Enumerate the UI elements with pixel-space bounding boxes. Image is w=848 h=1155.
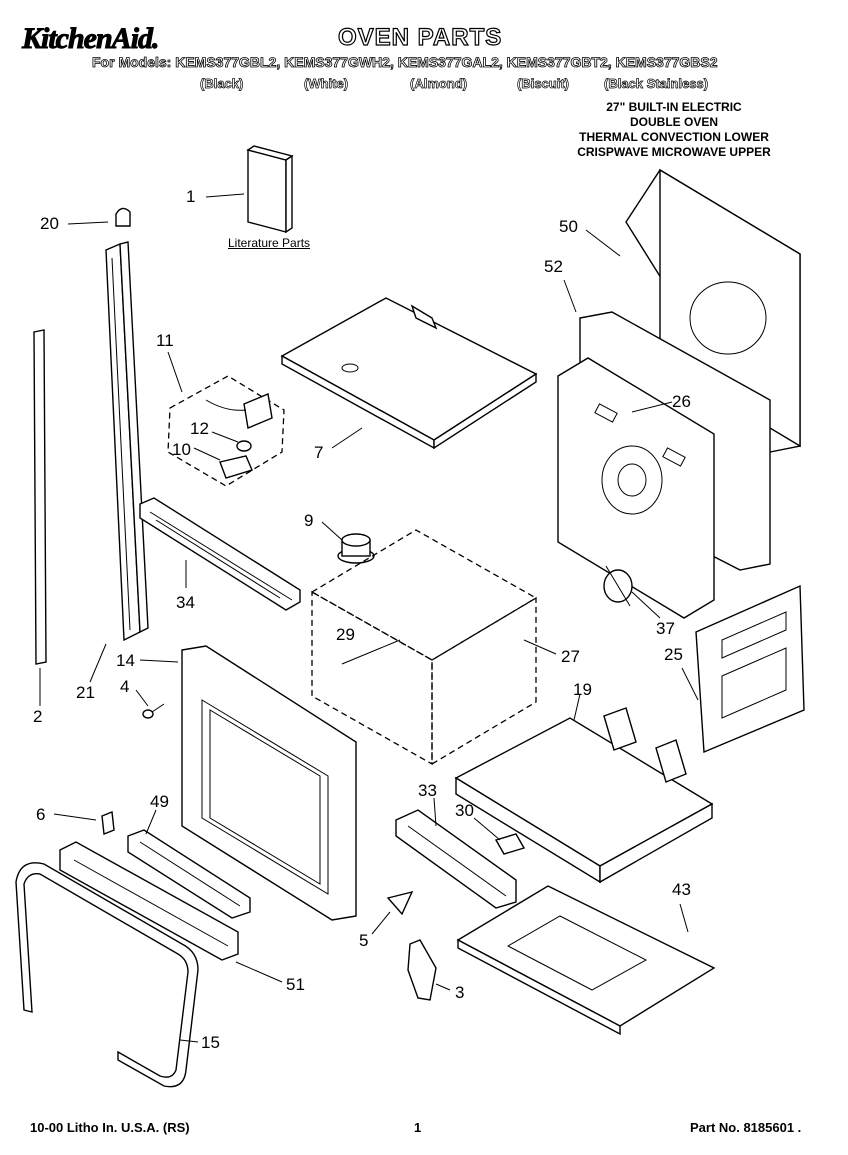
callout-1: 1: [186, 187, 196, 206]
page-title: OVEN PARTS: [337, 23, 503, 51]
leader-lines: [39, 193, 699, 1043]
callout-49: 49: [150, 792, 169, 811]
color-biscuit: (Biscuit): [517, 76, 570, 92]
part-5-gusset: [386, 890, 414, 916]
description-line: THERMAL CONVECTION LOWER: [579, 130, 769, 144]
part-21-side-trim: [105, 241, 149, 642]
callout-15: 15: [201, 1033, 220, 1052]
callout-3: 3: [455, 983, 465, 1002]
callout-9: 9: [304, 511, 314, 530]
part-33-support-rail: [395, 809, 517, 909]
callout-12: 12: [190, 419, 209, 438]
callout-19: 19: [573, 680, 592, 699]
part-3-bracket: [407, 939, 437, 1001]
description-line: CRISPWAVE MICROWAVE UPPER: [577, 145, 771, 159]
part-20-clip: [115, 207, 131, 227]
description-line: 27" BUILT-IN ELECTRIC: [606, 100, 742, 114]
callout-29: 29: [336, 625, 355, 644]
part-7-top-panel: [280, 297, 538, 450]
product-description: 27" BUILT-IN ELECTRIC DOUBLE OVEN THERMA…: [544, 100, 804, 160]
callout-10: 10: [172, 440, 191, 459]
part-25-rear-bracket: [695, 584, 805, 754]
part-6-bracket: [101, 811, 115, 835]
callout-21: 21: [76, 683, 95, 702]
footer-page-number: 1: [414, 1120, 422, 1135]
color-black-stainless: (Black Stainless): [604, 76, 709, 92]
part-30-small-bracket: [494, 833, 526, 855]
callout-6: 6: [36, 805, 46, 824]
callout-37: 37: [656, 619, 675, 638]
callout-34: 34: [176, 593, 195, 612]
models-line: For Models: KEMS377GBL2, KEMS377GWH2, KE…: [92, 54, 718, 71]
description-line: DOUBLE OVEN: [629, 115, 718, 129]
color-black: (Black): [200, 76, 244, 92]
callout-2: 2: [33, 707, 43, 726]
callout-14: 14: [116, 651, 135, 670]
brand-logo: KitchenAid.: [22, 22, 161, 56]
literature-booklet: [246, 145, 294, 234]
callout-43: 43: [672, 880, 691, 899]
part-34-vent-grille: [139, 497, 301, 611]
callout-27: 27: [561, 647, 580, 666]
callout-7: 7: [314, 443, 324, 462]
callout-33: 33: [418, 781, 437, 800]
callout-4: 4: [120, 677, 130, 696]
callout-20: 20: [40, 214, 59, 233]
footer-part-number: Part No. 8185601 .: [690, 1120, 802, 1135]
callout-52: 52: [544, 257, 563, 276]
part-51-vent-trim: [59, 841, 239, 961]
callout-25: 25: [664, 645, 683, 664]
footer-litho: 10-00 Litho In. U.S.A. (RS): [30, 1120, 190, 1135]
part-49-lower-trim: [127, 829, 251, 919]
callout-50: 50: [559, 217, 578, 236]
callout-30: 30: [455, 801, 474, 820]
part-26-back-panel: [557, 357, 715, 619]
part-2-strip: [33, 329, 47, 665]
part-14-front-frame: [181, 645, 357, 921]
callout-51: 51: [286, 975, 305, 994]
part-43-tray: [456, 885, 716, 1036]
part-27-oven-cavity: [310, 529, 538, 766]
callout-11: 11: [156, 331, 174, 350]
literature-parts-label: Literature Parts: [228, 236, 311, 250]
part-11-wiring-group: [167, 375, 285, 487]
color-white: (White): [304, 76, 349, 92]
part-4-screw: [142, 703, 165, 719]
callout-5: 5: [359, 931, 369, 950]
callout-26: 26: [672, 392, 691, 411]
part-15-gasket: [15, 862, 199, 1088]
part-19-bottom-box: [454, 707, 714, 884]
color-almond: (Almond): [410, 76, 468, 92]
part-37-thermostat: [603, 565, 633, 607]
